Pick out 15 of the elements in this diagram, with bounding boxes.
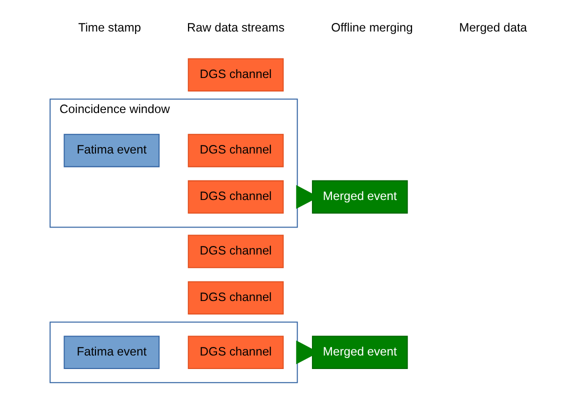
node-box: DGS channel — [187, 134, 284, 168]
cluster — [49, 322, 298, 384]
node-box: DGS channel — [187, 234, 284, 268]
label: Time stamp — [78, 20, 141, 35]
node-box: DGS channel — [187, 336, 284, 369]
node-box: DGS channel — [187, 281, 284, 315]
node-box: Merged event — [311, 180, 408, 214]
label: Offline merging — [330, 20, 412, 35]
node-box: DGS channel — [187, 58, 284, 92]
node-box: Fatima event — [63, 134, 160, 168]
label: Merged data — [458, 20, 527, 35]
label: Raw data streams — [186, 20, 284, 35]
node-box: Fatima event — [63, 336, 160, 369]
node-box: DGS channel — [187, 180, 284, 214]
node-box: Merged event — [311, 336, 408, 369]
